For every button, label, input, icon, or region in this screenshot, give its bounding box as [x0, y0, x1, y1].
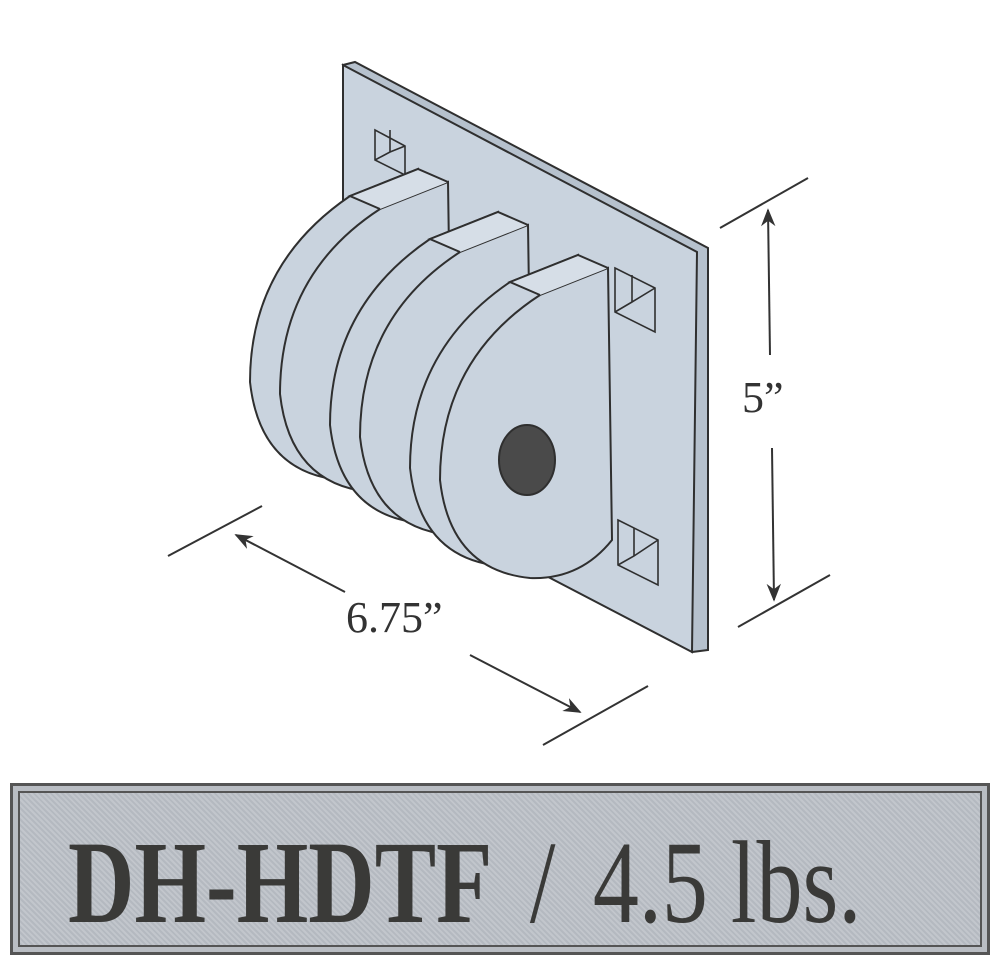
- separator: /: [529, 817, 556, 948]
- product-banner: DH-HDTF / 4.5 lbs.: [10, 783, 990, 955]
- pulley-lobes: [248, 167, 614, 580]
- banner-text: DH-HDTF / 4.5 lbs.: [68, 815, 861, 951]
- lobe-front: [408, 253, 614, 580]
- model-number: DH-HDTF: [68, 817, 493, 948]
- height-dimension-label: 5”: [742, 373, 784, 422]
- bolt-hole: [498, 424, 556, 496]
- weight-label: 4.5 lbs.: [592, 817, 862, 948]
- banner-inner-border: DH-HDTF / 4.5 lbs.: [18, 791, 982, 948]
- dimension-lines: [167, 177, 831, 746]
- width-dimension-label: 6.75”: [346, 593, 443, 642]
